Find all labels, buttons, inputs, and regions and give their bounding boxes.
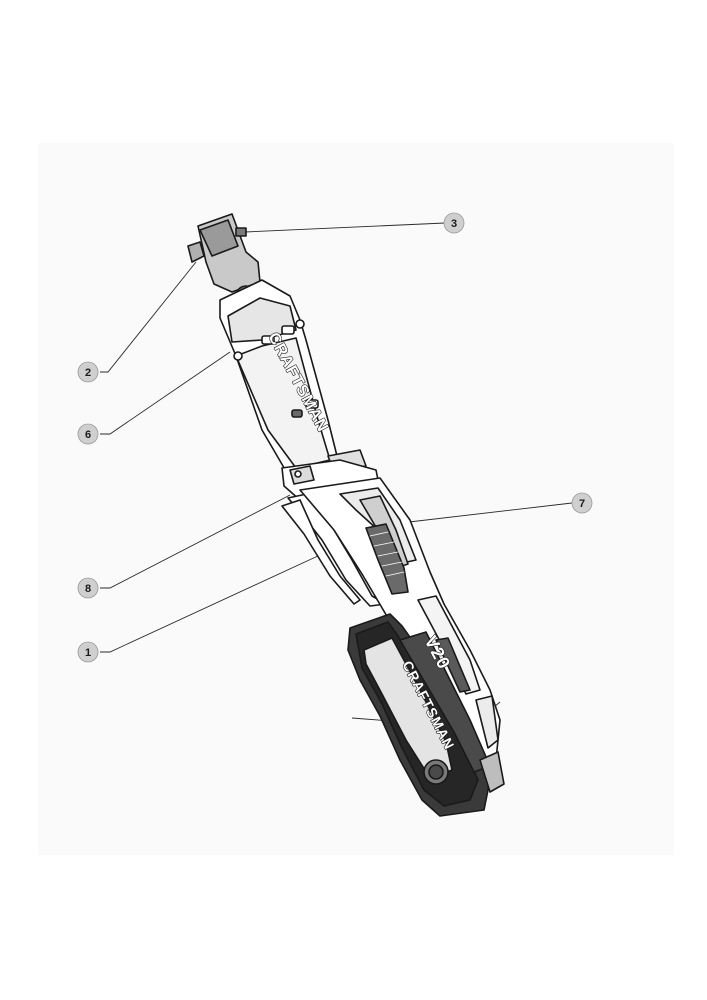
callout-7: 7 [571,492,593,514]
callout-6-label: 6 [85,429,91,441]
callout-3: 3 [443,212,465,234]
callout-8-label: 8 [85,583,91,595]
leader-3 [244,222,446,233]
callout-3-label: 3 [451,218,457,230]
callout-1-label: 1 [85,647,91,659]
head-housing [219,279,367,479]
leader-7 [391,502,573,525]
leader-2 [100,261,197,373]
leader-6 [100,351,231,435]
callout-badges: 3 2 6 7 8 1 [77,212,593,663]
callout-7-label: 7 [579,498,585,510]
battery-pack [347,613,505,817]
callout-8: 8 [77,577,99,599]
callout-1: 1 [77,641,99,663]
leader-8 [100,494,291,589]
leader-1 [100,554,321,653]
ratchet-tool: CRAFTSMAN [187,213,505,817]
callout-6: 6 [77,423,99,445]
callout-2: 2 [77,361,99,383]
callout-2-label: 2 [85,367,91,379]
